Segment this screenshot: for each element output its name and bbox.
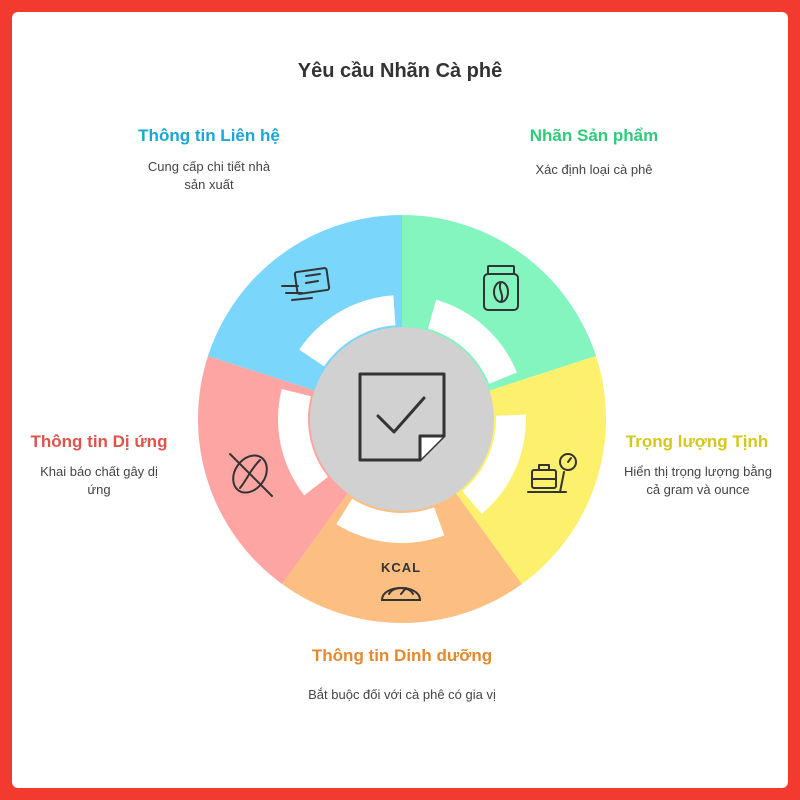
no-coffee-bean-icon (229, 453, 273, 497)
diagram-title: Yêu cầu Nhãn Cà phê (297, 60, 503, 82)
desc-nutrition: Bắt buộc đối với cà phê có gia vị (308, 687, 496, 702)
label-allergy: Thông tin Dị ứng (30, 432, 168, 451)
weighing-scale-icon (527, 453, 577, 493)
ring-piece-weight (462, 414, 526, 514)
label-contact: Thông tin Liên hệ (138, 126, 280, 145)
desc-product: Xác định loại cà phê (535, 162, 653, 177)
desc-contact: Cung cấp chi tiết nhà sản xuất (147, 159, 271, 192)
desc-allergy: Khai báo chất gây dị ứng (40, 464, 158, 497)
desc-weight: Hiển thị trọng lượng bằng cả gram và oun… (623, 464, 773, 497)
ring-piece-contact (299, 295, 396, 367)
label-nutrition: Thông tin Dinh dưỡng (311, 646, 493, 665)
kcal-scale-icon: KCAL (381, 560, 422, 601)
business-card-icon (281, 267, 331, 301)
coffee-jar-icon (483, 265, 519, 311)
kcal-text: KCAL (381, 560, 421, 575)
label-weight: Trọng lượng Tịnh (625, 432, 769, 451)
ring-piece-nutrition (336, 498, 445, 543)
label-product: Nhãn Sản phẩm (529, 126, 659, 145)
ring-piece-product (427, 299, 517, 384)
ring-piece-allergy (277, 389, 328, 496)
checked-note-icon (358, 372, 446, 462)
